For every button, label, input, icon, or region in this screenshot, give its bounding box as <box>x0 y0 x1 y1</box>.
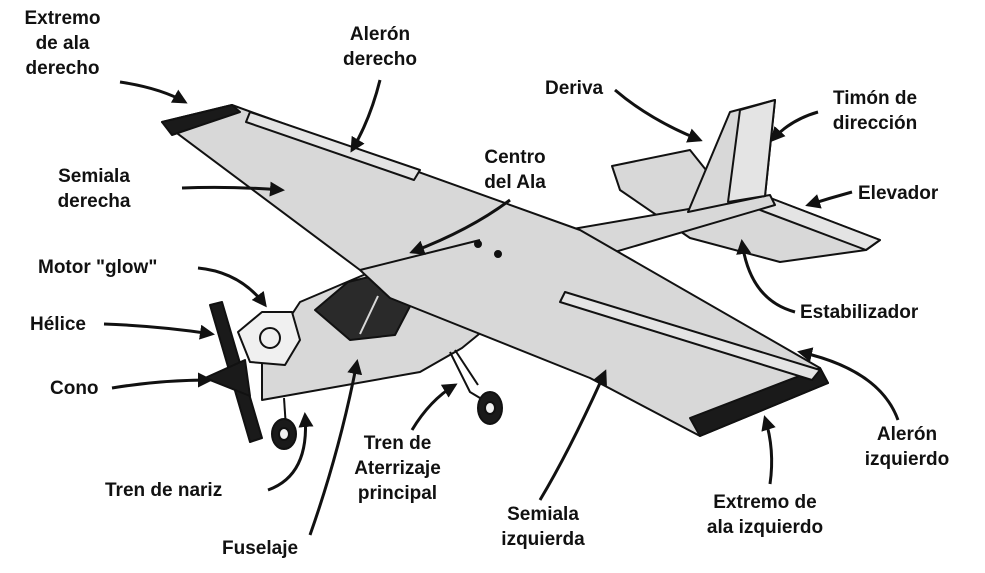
label-semiala-izquierda: Semiala izquierda <box>501 504 585 550</box>
arrow-tren-nariz <box>267 412 314 492</box>
arrow-tren-principal <box>410 383 458 431</box>
label-semiala-derecha: Semiala derecha <box>57 166 131 212</box>
arrow-centro-ala <box>409 198 511 255</box>
arrow-timon-direccion <box>769 110 819 143</box>
left-aileron-surface <box>559 291 821 381</box>
label-elevador: Elevador <box>858 183 939 204</box>
arrow-deriva <box>614 88 703 143</box>
rudder-surface <box>727 99 776 203</box>
label-tren-principal: Tren de Aterrizaje principal <box>354 433 441 504</box>
label-centro-ala: Centro del Ala <box>484 147 546 193</box>
arrow-elevador <box>805 190 853 209</box>
arrow-aleron-derecho <box>350 79 382 153</box>
arrow-helice <box>103 322 215 340</box>
arrow-fuselaje <box>308 359 363 536</box>
label-aleron-izquierdo: Alerón izquierdo <box>864 424 950 470</box>
label-extremo-ala-izquierdo: Extremo de ala izquierdo <box>706 492 824 538</box>
arrow-semiala-derecha <box>181 181 285 197</box>
arrow-estabilizador <box>736 239 796 314</box>
arrow-cono <box>111 372 213 390</box>
label-tren-nariz: Tren de nariz <box>105 480 223 501</box>
label-extremo-ala-derecho: Extremo de ala derecho <box>24 8 101 79</box>
arrow-semiala-izquierda <box>538 369 607 501</box>
left-wingtip <box>689 367 829 437</box>
glow-engine <box>237 311 301 366</box>
right-wingtip <box>161 104 241 136</box>
label-deriva: Deriva <box>545 78 604 99</box>
spinner-cone <box>204 359 251 397</box>
arrow-motor-glow <box>197 266 267 308</box>
label-aleron-derecho: Alerón derecho <box>343 24 417 70</box>
label-motor-glow: Motor "glow" <box>38 257 158 278</box>
arrow-aleron-izquierdo <box>797 347 900 421</box>
label-cono: Cono <box>50 378 99 399</box>
arrow-extremo-ala-izquierdo <box>761 415 776 485</box>
arrow-extremo-ala-derecho <box>119 80 188 104</box>
label-fuselaje: Fuselaje <box>222 538 299 559</box>
label-timon-direccion: Timón de dirección <box>832 88 918 134</box>
label-estabilizador: Estabilizador <box>800 302 919 323</box>
label-helice: Hélice <box>30 314 86 335</box>
